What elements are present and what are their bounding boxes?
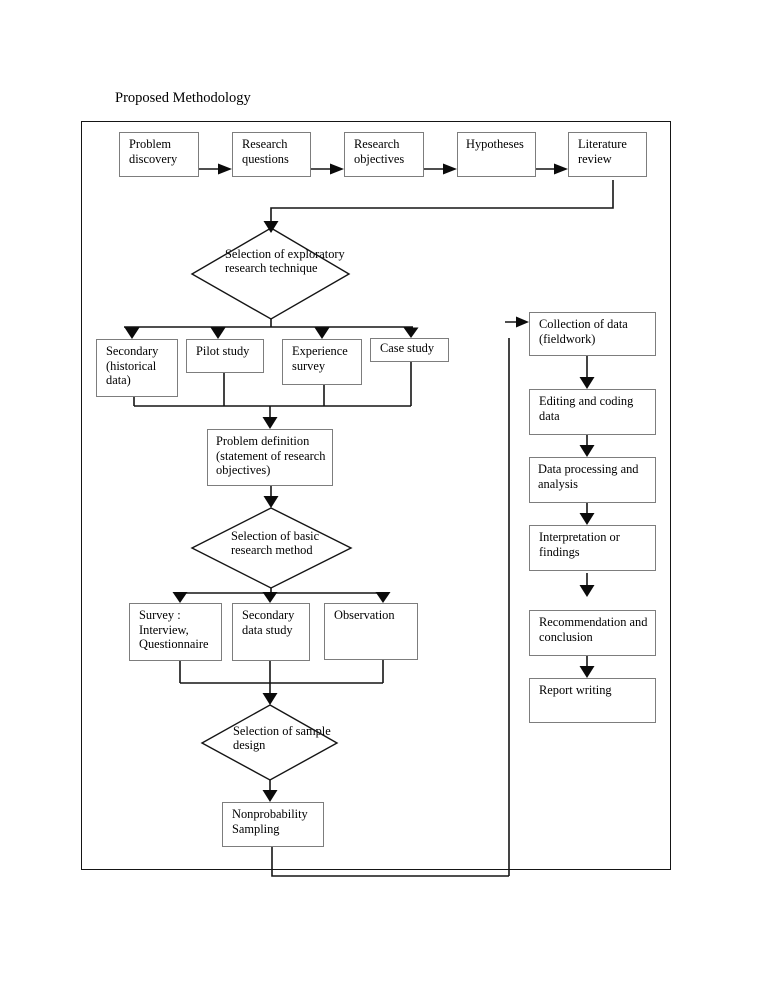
node-nonprobability-sampling: Nonprobability Sampling [222, 802, 324, 847]
node-experience-survey: Experience survey [282, 339, 362, 385]
diamond-label-sample-design: Selection of sample design [233, 724, 331, 753]
node-hypotheses: Hypotheses [457, 132, 536, 177]
diamond-label-exploratory: Selection of exploratory research techni… [225, 247, 345, 276]
node-recommendation-conclusion: Recommendation and conclusion [529, 610, 656, 656]
node-pilot-study: Pilot study [186, 339, 264, 373]
diamond-label-basic-method: Selection of basic research method [231, 529, 320, 558]
node-collection-of-data: Collection of data (fieldwork) [529, 312, 656, 356]
node-problem-definition: Problem definition (statement of researc… [207, 429, 333, 486]
node-problem-discovery: Problem discovery [119, 132, 199, 177]
node-secondary-data-study: Secondary data study [232, 603, 310, 661]
node-literature-review: Literature review [568, 132, 647, 177]
node-research-objectives: Research objectives [344, 132, 424, 177]
node-interpretation-findings: Interpretation or findings [529, 525, 656, 571]
node-data-processing-analysis: Data processing and analysis [529, 457, 656, 503]
node-secondary-historical-data: Secondary (historical data) [96, 339, 178, 397]
node-case-study: Case study [370, 338, 449, 362]
node-report-writing: Report writing [529, 678, 656, 723]
node-research-questions: Research questions [232, 132, 311, 177]
page-title: Proposed Methodology [115, 90, 251, 106]
node-observation: Observation [324, 603, 418, 660]
node-editing-and-coding: Editing and coding data [529, 389, 656, 435]
node-survey-interview-questionnaire: Survey : Interview, Questionnaire [129, 603, 222, 661]
